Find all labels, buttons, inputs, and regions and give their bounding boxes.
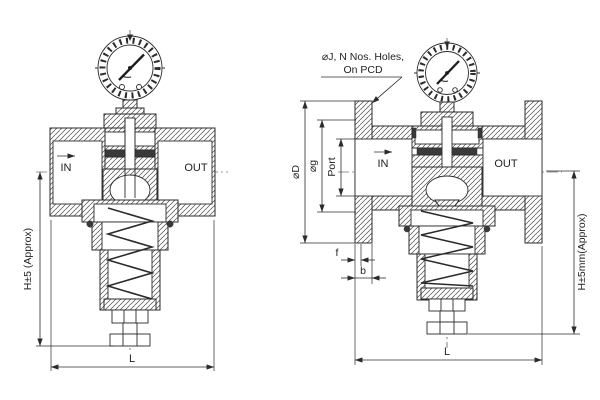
length-dimension: L: [354, 244, 543, 365]
raised-face-dimension: f: [336, 244, 375, 266]
adjusting-screw: [426, 298, 468, 335]
adjustment-spring: [105, 207, 155, 300]
gauge-hub: [445, 71, 449, 75]
inlet-bore: [52, 140, 103, 205]
in-label: IN: [61, 162, 72, 174]
height-dimension: H±5 (Approx): [22, 171, 114, 347]
spring-seat: [103, 298, 157, 311]
outlet-bore: [157, 140, 213, 205]
holes-callout: ⌀J, N Nos. Holes, On PCD: [321, 51, 404, 104]
height-dimension-label: H±5 (Approx): [22, 228, 34, 290]
flange-od-dimension: ⌀D: [290, 100, 356, 244]
gauge-scale-mark: [121, 75, 132, 78]
gauge-screw-left: [437, 87, 443, 93]
in-label: IN: [378, 158, 389, 170]
flange-thickness-dimension: b: [341, 244, 386, 284]
gasket-dimension: ⌀g: [307, 119, 356, 213]
gauge-scale-mark: [439, 79, 449, 82]
gauge-nut: [115, 107, 145, 115]
gauge-screw-right: [136, 84, 142, 90]
outlet-bore: [482, 138, 543, 197]
out-label: OUT: [494, 158, 518, 170]
screw-head: [426, 321, 468, 335]
gauge-screw-left: [119, 84, 125, 90]
adjustment-spring: [420, 210, 474, 287]
lock-nut: [428, 298, 466, 312]
length-dimension-label: L: [129, 353, 135, 365]
spring-seat: [420, 287, 474, 300]
height-dimension-label: H±5mm(Approx): [576, 214, 588, 291]
inlet-neck-top: [371, 125, 413, 140]
oring-left: [403, 225, 411, 233]
gauge-top-mark: [127, 34, 133, 41]
out-label: OUT: [184, 162, 208, 174]
length-dimension: L: [50, 220, 215, 371]
port-dimension: Port: [326, 138, 356, 197]
spring-housing: [81, 199, 179, 311]
oring-left: [86, 220, 94, 228]
outlet-neck-top: [481, 125, 526, 140]
pressure-gauge: [414, 41, 480, 113]
valve-body: [354, 100, 543, 244]
gauge-screw-right: [452, 87, 458, 93]
screw-shank: [122, 322, 138, 335]
screw-shank: [439, 310, 455, 323]
pressure-gauge: [95, 34, 165, 115]
spring-housing: [398, 205, 496, 301]
lock-nut: [111, 309, 149, 324]
gauge-top-mark: [444, 41, 450, 48]
callout-leader: [371, 76, 403, 104]
height-dimension: H±5mm(Approx): [468, 170, 588, 335]
flange-od-dimension-label: ⌀D: [290, 165, 302, 179]
oring-right: [166, 220, 174, 228]
screw-head: [109, 333, 151, 347]
gauge-stem: [439, 101, 455, 113]
holes-callout-line1: ⌀J, N Nos. Holes,: [322, 51, 404, 63]
flanged-valve-view: IN OUT ⌀J, N Nos. Holes,: [290, 38, 588, 365]
length-dimension-label: L: [444, 346, 450, 358]
adjusting-screw: [109, 309, 151, 347]
raised-face-dimension-label: f: [336, 247, 339, 259]
gauge-hub: [128, 66, 132, 70]
holes-callout-line2: On PCD: [343, 64, 383, 76]
port-dimension-label: Port: [326, 157, 338, 176]
flange-thickness-dimension-label: b: [360, 265, 366, 277]
threaded-valve-view: IN OUT H±5 (Ap: [22, 30, 228, 371]
gasket-dimension-label: ⌀g: [307, 160, 319, 172]
inlet-bore: [354, 138, 413, 197]
oring-right: [483, 225, 491, 233]
gauge-tick-ring: [99, 37, 161, 99]
